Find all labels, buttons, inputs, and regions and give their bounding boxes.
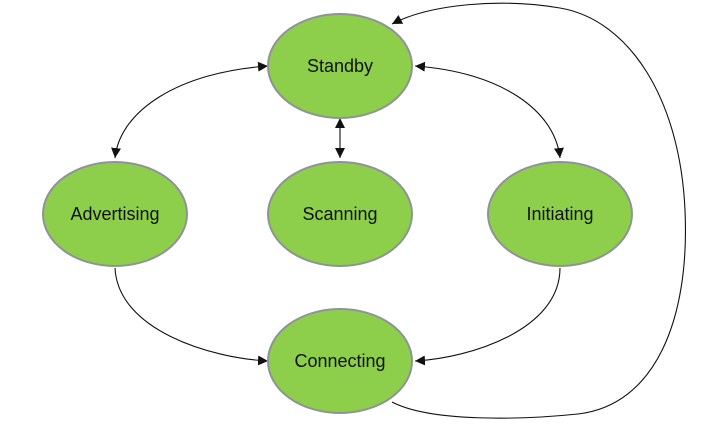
transitions: [111, 2, 687, 419]
state-advertising: Advertising: [42, 161, 188, 267]
state-initiating-label: Initiating: [526, 204, 593, 224]
edge-connecting-standby: [391, 2, 687, 419]
state-initiating: Initiating: [487, 161, 633, 267]
state-connecting-ellipse: [267, 308, 413, 414]
state-scanning: Scanning: [267, 161, 413, 267]
state-initiating-ellipse: [487, 161, 633, 267]
state-connecting: Connecting: [267, 308, 413, 414]
state-scanning-label: Scanning: [302, 204, 377, 224]
state-connecting-label: Connecting: [294, 351, 385, 371]
edge-standby-initiating: [414, 61, 564, 159]
state-scanning-ellipse: [267, 161, 413, 267]
state-standby-label: Standby: [307, 56, 373, 76]
edge-initiating-connecting: [414, 267, 561, 366]
edge-standby-advertising: [111, 61, 269, 159]
state-standby-ellipse: [267, 13, 413, 119]
edge-advertising-connecting: [114, 267, 269, 366]
state-advertising-ellipse: [42, 161, 188, 267]
state-standby: Standby: [267, 13, 413, 119]
state-advertising-label: Advertising: [70, 204, 159, 224]
